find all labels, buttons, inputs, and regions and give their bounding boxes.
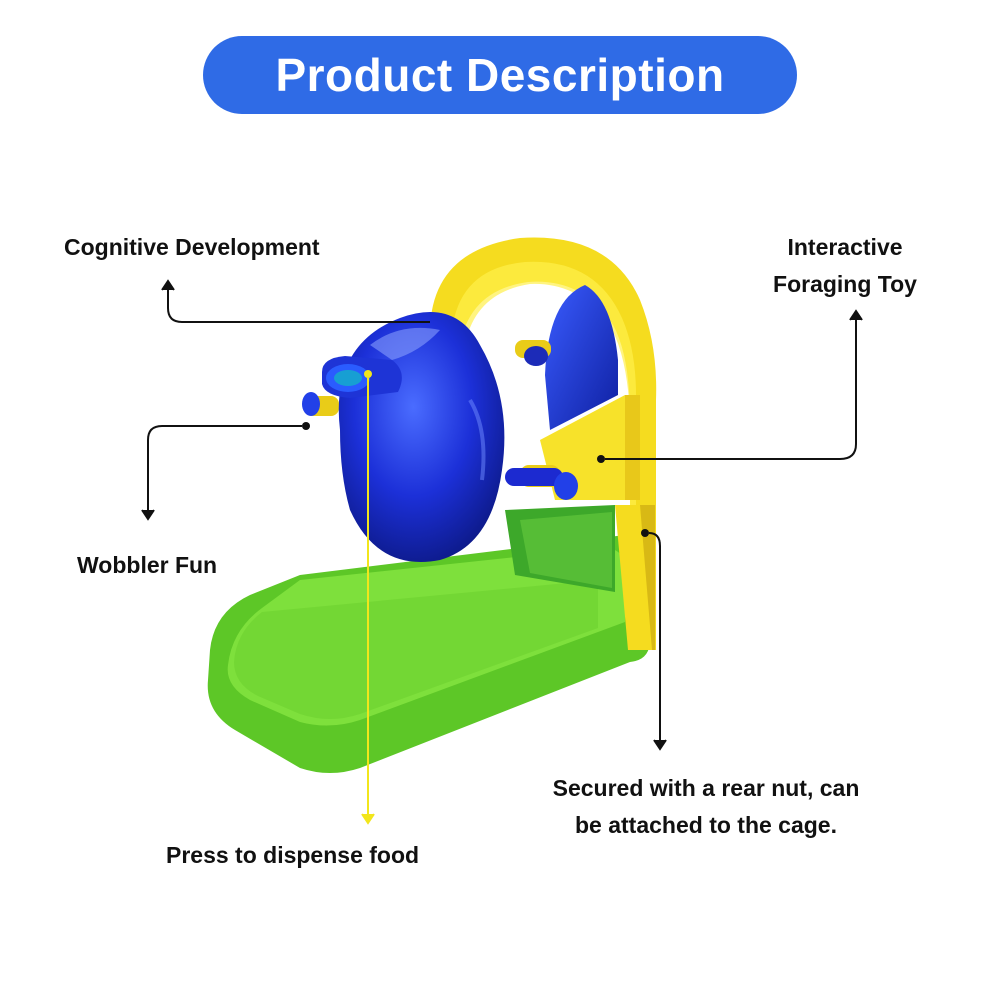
- label-secured-line2: be attached to the cage.: [574, 812, 837, 838]
- label-secured-line1: Secured with a rear nut, can: [552, 775, 860, 801]
- leader-interactive: [597, 309, 863, 463]
- page-title: Product Description: [275, 49, 725, 101]
- label-press-dispense: Press to dispense food: [166, 842, 420, 868]
- blue-egg-dispenser: [302, 312, 578, 562]
- green-tray: [207, 534, 650, 773]
- lower-mirror: [505, 505, 615, 592]
- leader-cognitive: [161, 279, 430, 323]
- leader-secured: [641, 529, 667, 751]
- label-interactive-foraging: Interactive Foraging Toy: [760, 229, 930, 303]
- leader-press: [361, 370, 375, 825]
- label-wobbler-fun: Wobbler Fun: [77, 552, 218, 578]
- label-cognitive-development: Cognitive Development: [64, 234, 320, 260]
- leader-wobbler: [141, 422, 310, 521]
- label-secured-rear-nut: Secured with a rear nut, can be attached…: [520, 770, 892, 844]
- label-interactive-line2: Foraging Toy: [773, 271, 917, 297]
- title-banner: Product Description: [203, 36, 797, 114]
- label-interactive-line1: Interactive: [787, 234, 903, 260]
